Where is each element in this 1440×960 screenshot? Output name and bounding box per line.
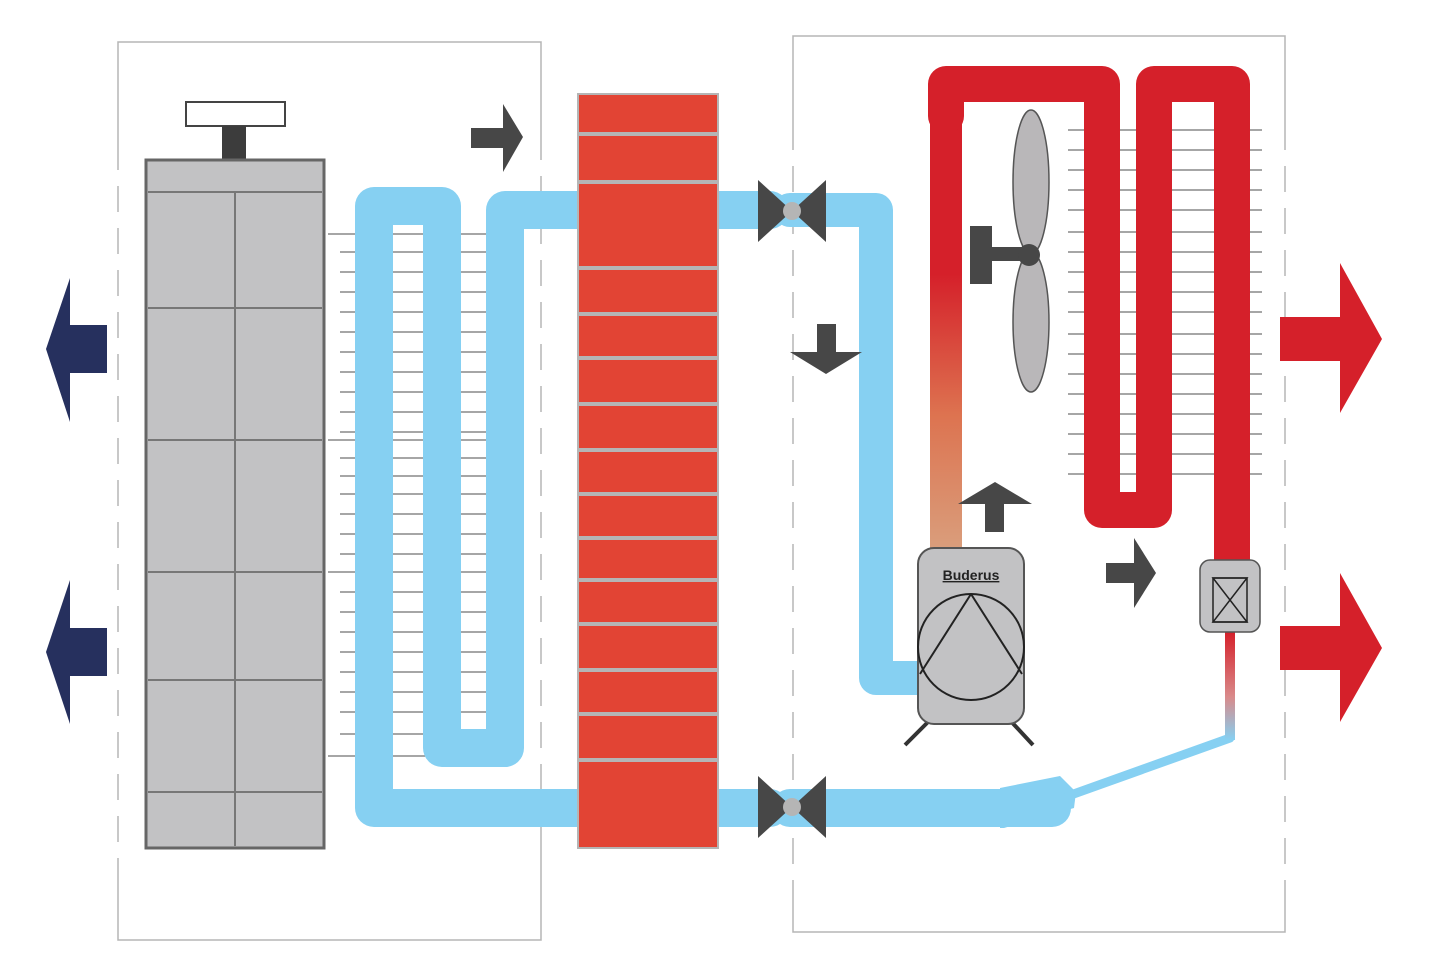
hot-air-arrow-lower [1280, 573, 1382, 722]
fan-blade-upper [1012, 109, 1050, 255]
expansion-valve-symbol [1211, 577, 1249, 623]
outdoor-unit-box [792, 35, 1286, 933]
condenser-fan [970, 109, 1050, 393]
fan-hub [1018, 244, 1040, 266]
valve-right-half [792, 776, 826, 838]
wall-mortar-joints [578, 132, 718, 762]
cold-air-arrow-upper [46, 278, 107, 422]
brick-wall [577, 93, 719, 849]
hot-air-arrow-upper [1280, 263, 1382, 413]
flow-arrow-right [1106, 538, 1156, 608]
hot-gas-riser [930, 86, 962, 556]
expansion-valve-body [1199, 559, 1261, 633]
fan-shaft [990, 247, 1022, 261]
compressor-body [917, 547, 1025, 725]
liquid-line-taper [1000, 776, 1076, 828]
outdoor-unit: Buderus [771, 35, 1382, 933]
expansion-valve [1199, 559, 1261, 633]
valve-stem [783, 202, 801, 220]
service-valve-top [758, 180, 826, 242]
fan-motor [970, 226, 992, 284]
valve-left-half [758, 180, 792, 242]
compressor-brand-label: Buderus [943, 567, 1000, 583]
indoor-unit-box [117, 41, 542, 941]
flow-arrow-up [958, 482, 1032, 532]
liquid-transition [1225, 632, 1235, 740]
suction-line [773, 193, 939, 695]
storage-tank [144, 101, 326, 850]
compressor-symbol-triangle [919, 593, 1023, 675]
indoor-unit [46, 41, 789, 941]
compressor: Buderus [903, 547, 1035, 747]
capillary-line [1063, 733, 1235, 801]
indoor-evaporator-coil [355, 187, 789, 827]
wall-body [577, 93, 719, 849]
valve-left-half [758, 776, 792, 838]
cold-air-arrow-lower [46, 580, 107, 724]
tank-cap [185, 101, 286, 127]
tank-neck [222, 126, 246, 160]
valve-right-half [792, 180, 826, 242]
service-valve-bottom [758, 776, 826, 838]
condenser-coil [928, 66, 1250, 584]
heat-flow-arrow-right [471, 104, 523, 172]
fan-blade-lower [1012, 251, 1050, 393]
valve-stem [783, 798, 801, 816]
flow-arrow-down [790, 324, 862, 374]
